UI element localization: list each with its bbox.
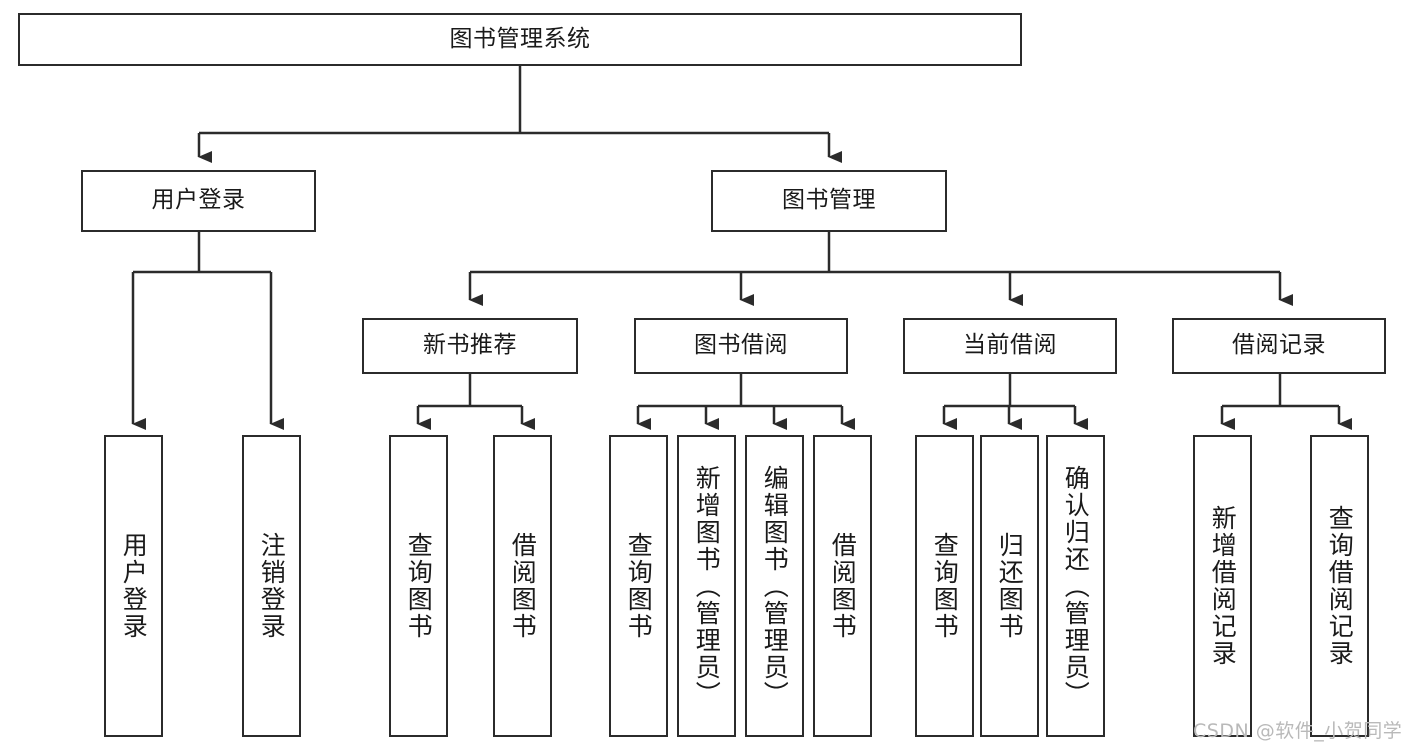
node-leaf-borrow-book-1-label: 借阅图书 (508, 532, 538, 640)
node-leaf-user-login-label: 用户登录 (119, 532, 149, 640)
node-book-borrow-label: 图书借阅 (694, 332, 788, 359)
node-new-book-recommend[interactable]: 新书推荐 (362, 318, 578, 374)
node-leaf-edit-book-label: 编辑图书（管理员） (760, 464, 790, 708)
node-leaf-return-book[interactable]: 归还图书 (980, 435, 1039, 737)
node-leaf-add-record[interactable]: 新增借阅记录 (1193, 435, 1252, 737)
node-leaf-query-book-3[interactable]: 查询图书 (915, 435, 974, 737)
node-root[interactable]: 图书管理系统 (18, 13, 1022, 66)
node-current-borrow-label: 当前借阅 (963, 332, 1057, 359)
node-leaf-query-book-2-label: 查询图书 (624, 532, 654, 640)
node-leaf-confirm-return[interactable]: 确认归还（管理员） (1046, 435, 1105, 737)
node-borrow-record-label: 借阅记录 (1232, 332, 1326, 359)
node-leaf-borrow-book-1[interactable]: 借阅图书 (493, 435, 552, 737)
node-user-login[interactable]: 用户登录 (81, 170, 316, 232)
node-leaf-logout-login-label: 注销登录 (257, 532, 287, 640)
node-leaf-borrow-book-2-label: 借阅图书 (828, 532, 858, 640)
node-current-borrow[interactable]: 当前借阅 (903, 318, 1117, 374)
node-book-management-label: 图书管理 (782, 187, 876, 214)
node-leaf-query-record-label: 查询借阅记录 (1325, 505, 1355, 667)
node-leaf-query-book-1-label: 查询图书 (404, 532, 434, 640)
node-leaf-borrow-book-2[interactable]: 借阅图书 (813, 435, 872, 737)
node-leaf-edit-book[interactable]: 编辑图书（管理员） (745, 435, 804, 737)
node-book-management[interactable]: 图书管理 (711, 170, 947, 232)
node-leaf-query-book-3-label: 查询图书 (930, 532, 960, 640)
node-leaf-return-book-label: 归还图书 (995, 532, 1025, 640)
node-leaf-user-login[interactable]: 用户登录 (104, 435, 163, 737)
node-book-borrow[interactable]: 图书借阅 (634, 318, 848, 374)
node-new-book-recommend-label: 新书推荐 (423, 332, 517, 359)
node-leaf-logout-login[interactable]: 注销登录 (242, 435, 301, 737)
node-leaf-confirm-return-label: 确认归还（管理员） (1061, 464, 1091, 708)
node-borrow-record[interactable]: 借阅记录 (1172, 318, 1386, 374)
node-leaf-query-book-2[interactable]: 查询图书 (609, 435, 668, 737)
node-leaf-query-record[interactable]: 查询借阅记录 (1310, 435, 1369, 737)
node-leaf-add-record-label: 新增借阅记录 (1208, 505, 1238, 667)
node-leaf-query-book-1[interactable]: 查询图书 (389, 435, 448, 737)
node-root-label: 图书管理系统 (449, 25, 591, 52)
node-user-login-label: 用户登录 (151, 187, 246, 214)
node-leaf-add-book-label: 新增图书（管理员） (692, 464, 722, 708)
node-leaf-add-book[interactable]: 新增图书（管理员） (677, 435, 736, 737)
